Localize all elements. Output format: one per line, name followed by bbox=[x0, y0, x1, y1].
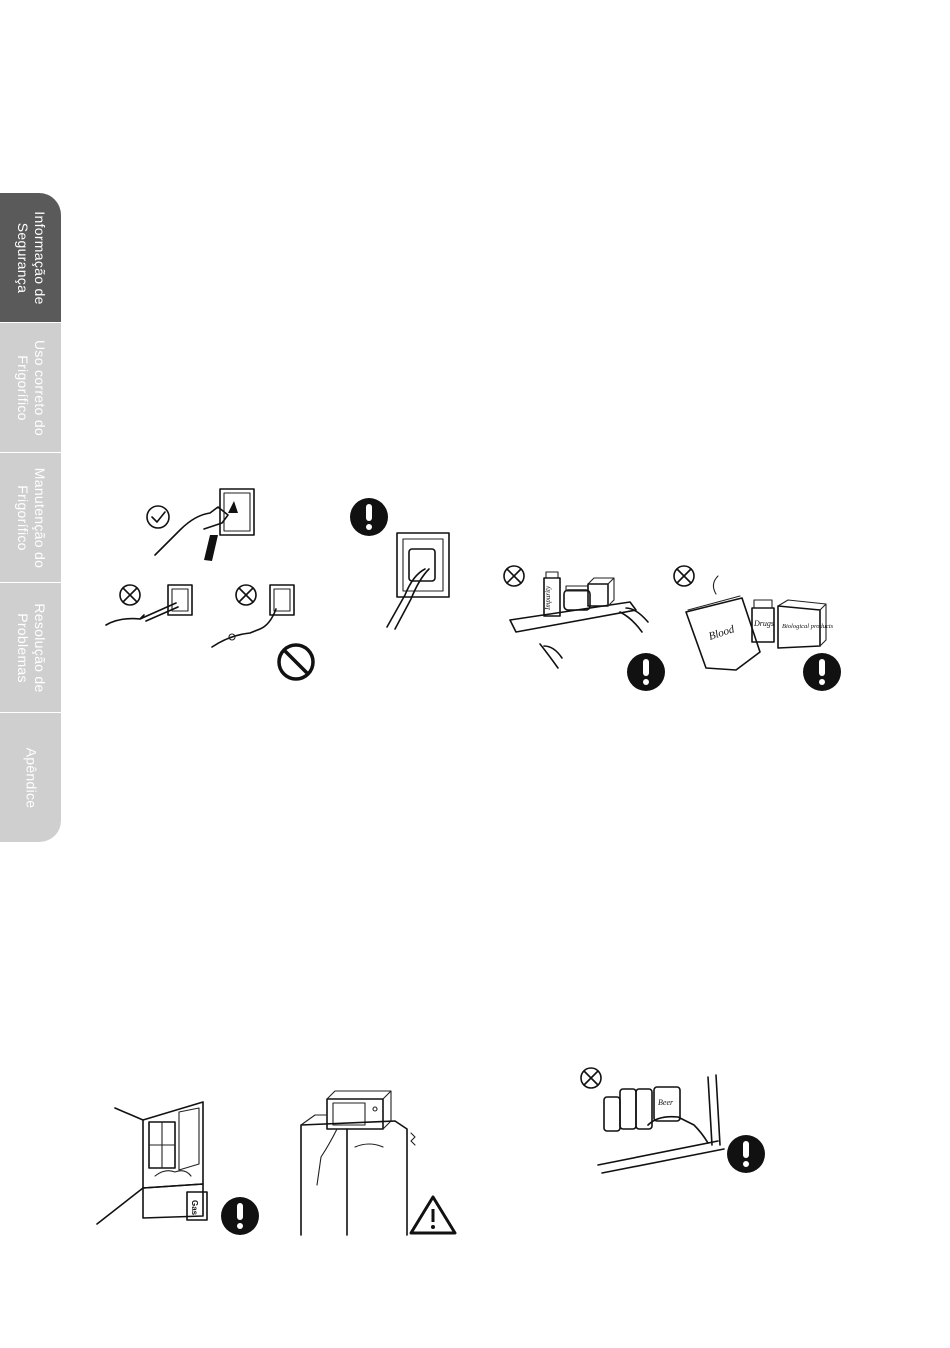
cross-icon bbox=[504, 566, 524, 586]
tab-label: Resolução de Problemas bbox=[14, 603, 48, 692]
plug-inserted-illustration bbox=[345, 495, 455, 635]
drugs-label: Drugs bbox=[753, 619, 774, 628]
gas-leak-illustration: Gas bbox=[95, 1098, 265, 1238]
tab-label: Manutenção do Frigorífico bbox=[14, 467, 48, 567]
tab-label: Uso correto do Frigorífico bbox=[14, 339, 48, 435]
left-hand bbox=[540, 644, 562, 668]
medical-items-illustration: Blood Drugs Biological products bbox=[670, 562, 850, 697]
section-tabs: Informação de Segurança Uso correto do F… bbox=[0, 193, 62, 843]
cross-icon bbox=[236, 585, 256, 605]
refrigerator bbox=[301, 1121, 407, 1235]
warning-exclamation-icon bbox=[727, 1135, 765, 1173]
plug-removal-illustration bbox=[100, 485, 340, 685]
hand bbox=[155, 507, 228, 555]
tab-manutencao[interactable]: Manutenção do Frigorífico bbox=[0, 453, 61, 583]
cross-icon bbox=[581, 1068, 601, 1088]
can bbox=[604, 1097, 620, 1131]
tab-informacao-seguranca[interactable]: Informação de Segurança bbox=[0, 193, 61, 323]
tab-uso-correto[interactable]: Uso correto do Frigorífico bbox=[0, 323, 61, 453]
check-icon bbox=[147, 506, 169, 528]
beer-cans-illustration: Beer bbox=[578, 1065, 778, 1180]
impurity-label: Impurity bbox=[544, 585, 552, 611]
plug bbox=[228, 501, 238, 513]
tab-resolucao-problemas[interactable]: Resolução de Problemas bbox=[0, 583, 61, 713]
gas-label: Gas bbox=[190, 1200, 199, 1216]
tab-apendice[interactable]: Apêndice bbox=[0, 713, 61, 843]
blood-label: Blood bbox=[707, 623, 736, 643]
cross-icon bbox=[674, 566, 694, 586]
warning-exclamation-icon bbox=[221, 1197, 259, 1235]
tab-label: Informação de Segurança bbox=[14, 211, 48, 304]
can bbox=[620, 1089, 636, 1129]
tab-label: Apêndice bbox=[22, 747, 39, 808]
beer-label: Beer bbox=[658, 1098, 674, 1107]
prohibited-icon bbox=[279, 645, 313, 679]
shelf-impurity-illustration: Impurity bbox=[500, 562, 680, 697]
cross-icon bbox=[120, 585, 140, 605]
appliance-on-fridge-illustration bbox=[295, 1085, 465, 1240]
warning-exclamation-icon bbox=[627, 653, 665, 691]
warning-exclamation-icon bbox=[803, 653, 841, 691]
shelf bbox=[510, 602, 636, 632]
caution-triangle-icon bbox=[411, 1197, 455, 1233]
biological-label: Biological products bbox=[782, 623, 834, 630]
warning-exclamation-icon bbox=[350, 498, 388, 536]
